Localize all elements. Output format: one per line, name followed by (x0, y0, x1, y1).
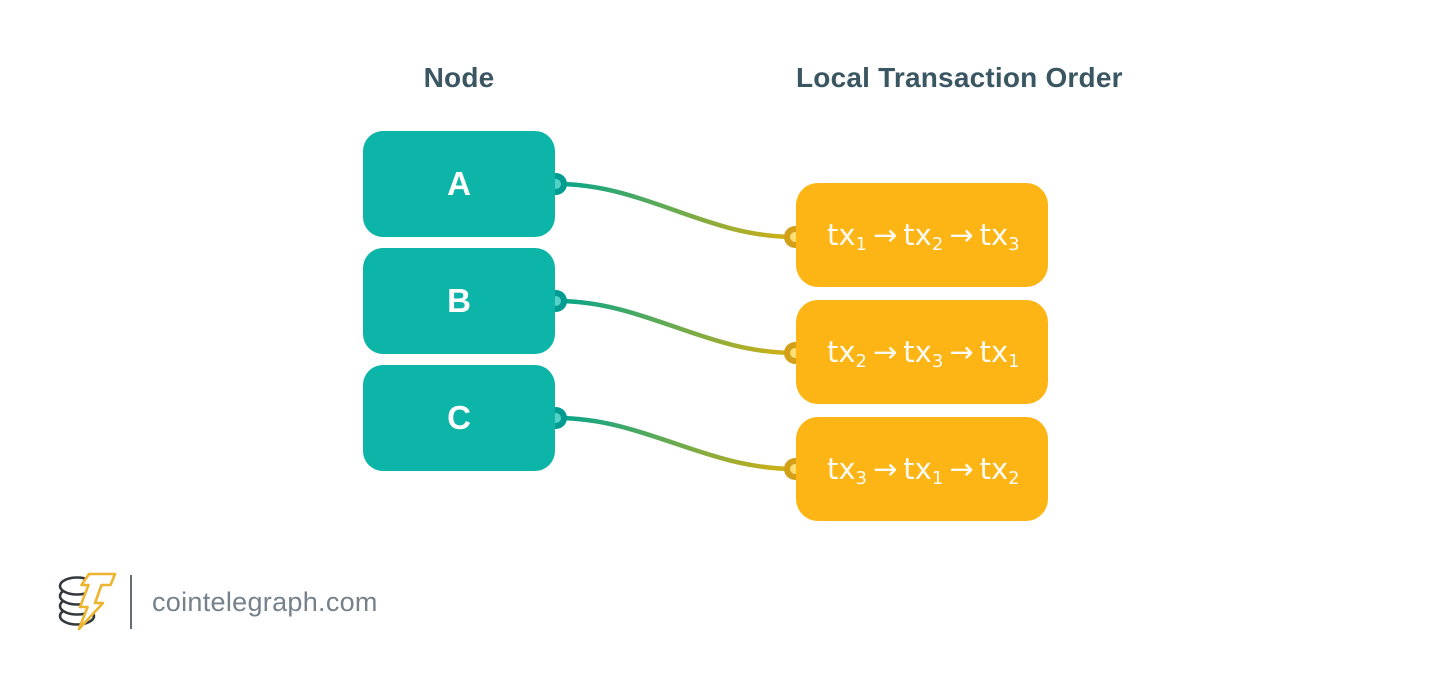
node-label-a: A (447, 165, 471, 202)
order-label-1: tx1→tx2→tx3 (827, 218, 1020, 256)
node-box-a: A (363, 131, 555, 237)
local-transaction-order-header: Local Transaction Order (796, 62, 1123, 93)
link-curve-c (556, 415, 796, 472)
order-box-2: tx2→tx3→tx1 (796, 300, 1048, 404)
node-label-b: B (447, 282, 471, 319)
site-url-label: cointelegraph.com (152, 586, 378, 617)
order-box-3: tx3→tx1→tx2 (796, 417, 1048, 521)
lightning-bolt-icon (77, 572, 117, 631)
node-column-header: Node (423, 62, 495, 93)
node-box-b: B (363, 248, 555, 354)
link-curve-b (556, 298, 796, 356)
link-curve-a (556, 181, 796, 240)
footer-branding: cointelegraph.com (56, 570, 378, 634)
footer-divider (130, 575, 132, 629)
node-box-c: C (363, 365, 555, 471)
cointelegraph-logo-icon (58, 572, 117, 631)
order-label-2: tx2→tx3→tx1 (827, 335, 1020, 373)
order-box-1: tx1→tx2→tx3 (796, 183, 1048, 287)
node-label-c: C (447, 399, 471, 436)
order-label-3: tx3→tx1→tx2 (827, 452, 1020, 490)
